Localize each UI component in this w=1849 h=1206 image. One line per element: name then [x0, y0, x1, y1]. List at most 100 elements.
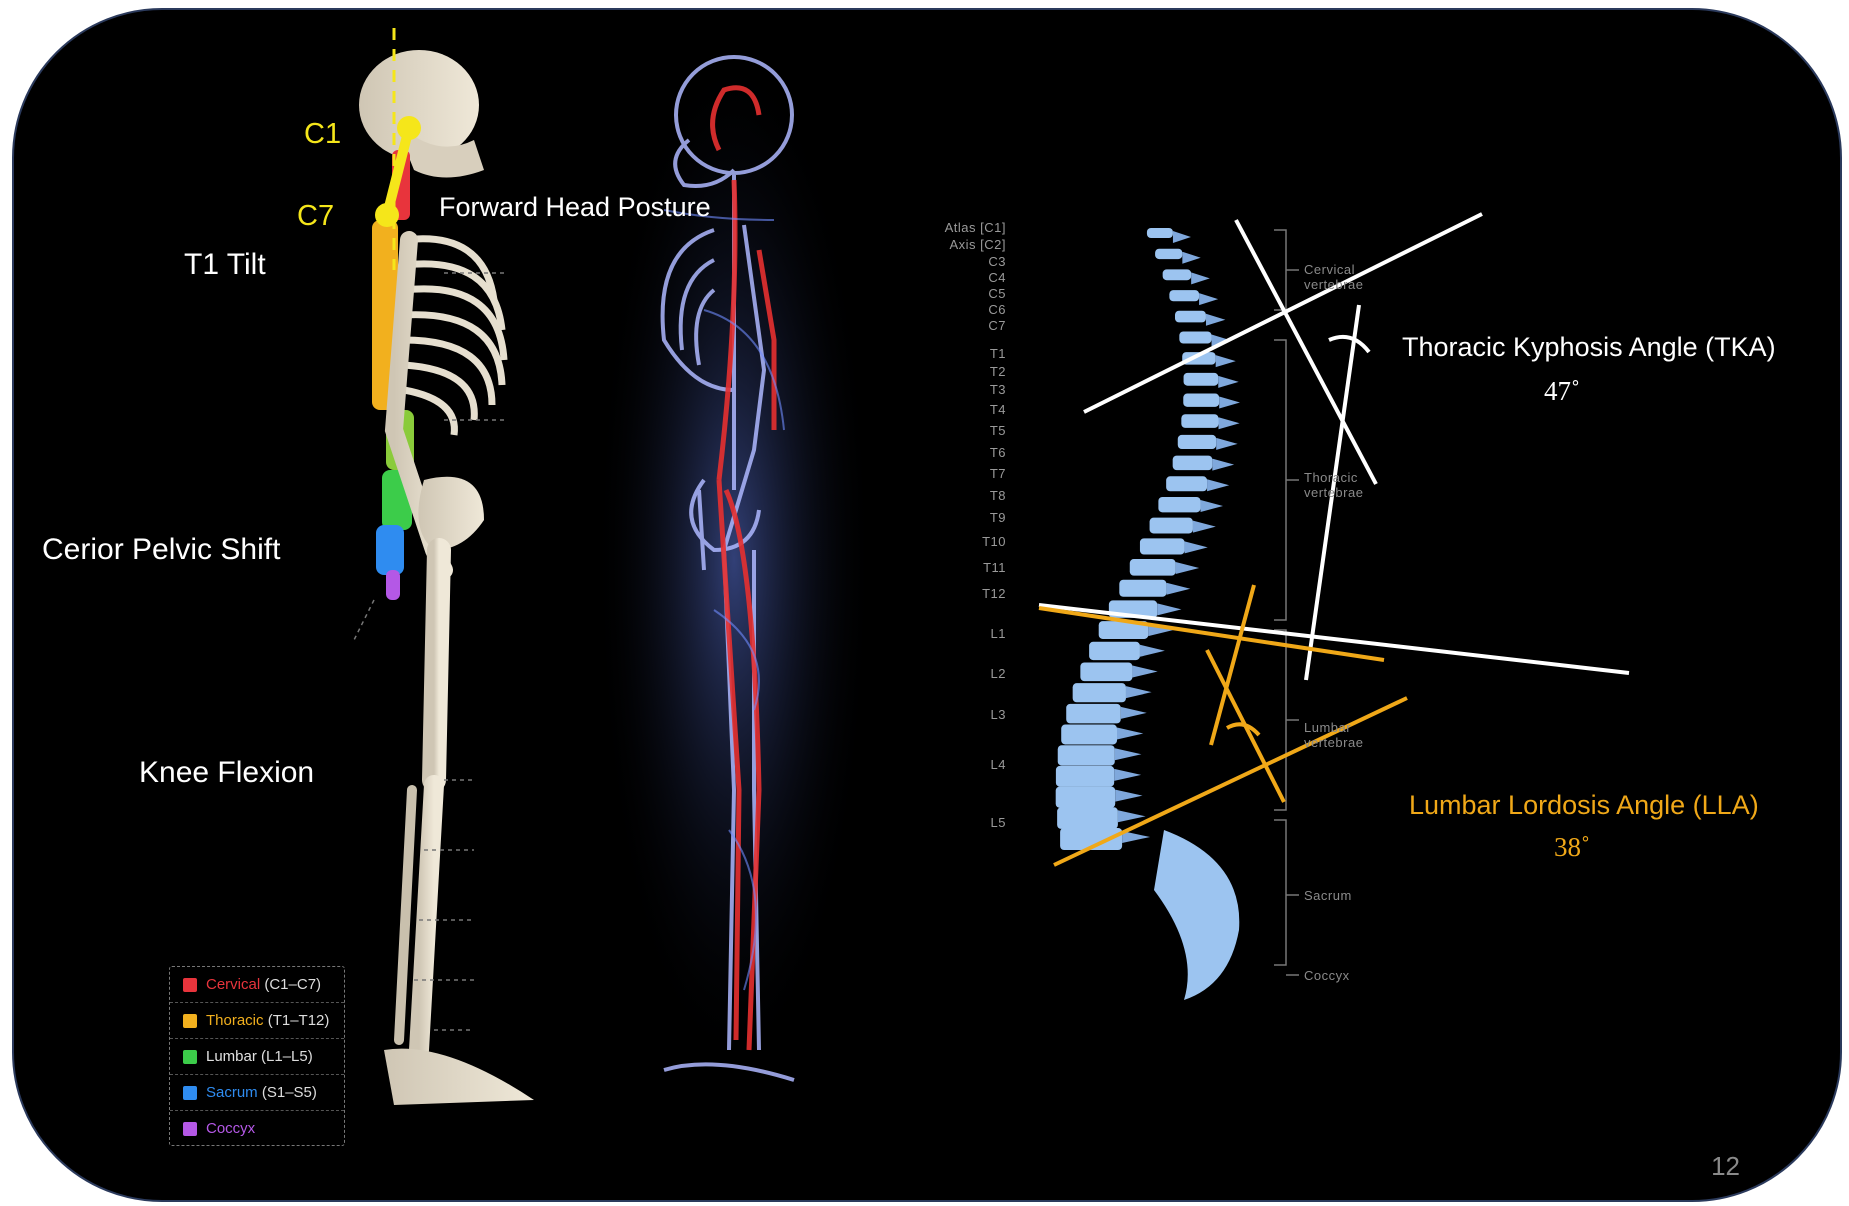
- vertebra-label: C6: [926, 302, 1006, 317]
- vertebra: [1150, 518, 1193, 534]
- vertebra-label: T11: [926, 560, 1006, 575]
- spinous-process: [1115, 790, 1142, 802]
- vertebra-label: C7: [926, 318, 1006, 333]
- legend-range: (L1–L5): [261, 1048, 313, 1065]
- pelvic-shift-label: Cerior Pelvic Shift: [42, 533, 280, 567]
- spinous-process: [1117, 728, 1143, 740]
- lumbar-region-label: Lumbar vertebrae: [1304, 720, 1384, 750]
- spinous-process: [1201, 500, 1223, 512]
- vertebra: [1178, 435, 1216, 449]
- lla-value: 38˚: [1554, 832, 1590, 863]
- vertebra: [1066, 704, 1121, 724]
- vertebra: [1169, 290, 1199, 301]
- coccyx-region-label: Coccyx: [1304, 968, 1350, 983]
- vertebra: [1179, 331, 1211, 343]
- vertebra: [1163, 269, 1191, 280]
- legend-range: (S1–S5): [262, 1084, 317, 1101]
- spinous-process: [1173, 231, 1191, 243]
- vertebra-label: T5: [926, 423, 1006, 438]
- vertebra: [1056, 787, 1116, 808]
- vertebra-label: T8: [926, 488, 1006, 503]
- legend-item-cervical: Cervical (C1–C7): [170, 967, 344, 1003]
- vertebra-label: T7: [926, 466, 1006, 481]
- vertebra-label: T12: [926, 586, 1006, 601]
- vertebra-label: T2: [926, 364, 1006, 379]
- forward-head-label: Forward Head Posture: [439, 192, 711, 223]
- spine-region-legend: Cervical (C1–C7) Thoracic (T1–T12) Lumba…: [169, 966, 345, 1146]
- vertebra: [1130, 559, 1176, 576]
- spinous-process: [1166, 583, 1190, 595]
- legend-name: Cervical: [206, 976, 260, 993]
- vertebra-label: L5: [926, 815, 1006, 830]
- vertebra-label: C3: [926, 254, 1006, 269]
- vertebra: [1175, 311, 1206, 323]
- coccyx-swatch: [183, 1122, 197, 1136]
- vertebra: [1158, 497, 1200, 512]
- spinous-process: [1218, 376, 1238, 388]
- spinous-process: [1219, 417, 1240, 429]
- spinous-process: [1216, 438, 1237, 450]
- vertebra-label: Atlas [C1]: [926, 220, 1006, 235]
- vertebra-label: T3: [926, 382, 1006, 397]
- spinous-process: [1182, 252, 1200, 264]
- vertebra: [1166, 476, 1207, 491]
- vertebra: [1119, 580, 1166, 597]
- spinous-process: [1212, 459, 1234, 471]
- spinous-process: [1157, 603, 1181, 615]
- spinous-process: [1132, 665, 1157, 677]
- legend-name: Sacrum: [206, 1084, 258, 1101]
- vertebra-label: C5: [926, 286, 1006, 301]
- vertebra: [1056, 766, 1114, 787]
- spinous-process: [1140, 645, 1165, 657]
- vertebra: [1058, 745, 1115, 765]
- spinous-process: [1207, 479, 1229, 491]
- thoracic-swatch: [183, 1014, 197, 1028]
- legend-range: (C1–C7): [264, 976, 321, 993]
- legend-item-lumbar: Lumbar (L1–L5): [170, 1039, 344, 1075]
- knee-flexion-label: Knee Flexion: [139, 756, 314, 790]
- spinous-process: [1191, 272, 1210, 284]
- tka-title: Thoracic Kyphosis Angle (TKA): [1402, 332, 1776, 363]
- spinous-process: [1118, 810, 1146, 822]
- c7-marker: [375, 203, 399, 227]
- cervical-region-label: Cervical vertebrae: [1304, 262, 1384, 292]
- spinous-process: [1114, 769, 1141, 781]
- vertebra: [1080, 662, 1132, 681]
- spinous-process: [1193, 521, 1216, 533]
- vertebra: [1184, 373, 1219, 386]
- vertebra-label: T1: [926, 346, 1006, 361]
- vertebra-label: T10: [926, 534, 1006, 549]
- lumbar-swatch: [183, 1050, 197, 1064]
- vertebra-label: T9: [926, 510, 1006, 525]
- vertebra: [1173, 456, 1213, 471]
- slide: C1 C7 Forward Head Posture T1 Tilt Cerio…: [12, 8, 1842, 1202]
- spinous-process: [1185, 541, 1208, 553]
- c1-marker: [397, 116, 421, 140]
- c1-label: C1: [304, 118, 341, 151]
- vertebra-label: L1: [926, 626, 1006, 641]
- spinous-process: [1219, 397, 1240, 409]
- spinous-process: [1199, 293, 1218, 305]
- legend-item-sacrum: Sacrum (S1–S5): [170, 1075, 344, 1111]
- legend-item-coccyx: Coccyx: [170, 1111, 344, 1146]
- vertebra: [1181, 414, 1218, 428]
- spinous-process: [1216, 355, 1236, 367]
- sacrum-region-label: Sacrum: [1304, 888, 1352, 903]
- vertebra: [1061, 725, 1117, 745]
- vertebra: [1057, 807, 1118, 829]
- lla-title: Lumbar Lordosis Angle (LLA): [1409, 790, 1759, 821]
- vertebra-label: L4: [926, 757, 1006, 772]
- spinous-process: [1176, 562, 1200, 574]
- page-number: 12: [1711, 1151, 1740, 1182]
- vertebra-label: Axis [C2]: [926, 237, 1006, 252]
- vertebra: [1073, 683, 1126, 702]
- legend-item-thoracic: Thoracic (T1–T12): [170, 1003, 344, 1039]
- skeleton-figure: [354, 28, 534, 1105]
- cervical-swatch: [183, 978, 197, 992]
- thoracic-region-label: Thoracic vertebrae: [1304, 470, 1384, 500]
- vertebra: [1140, 538, 1185, 554]
- spinous-process: [1206, 314, 1225, 326]
- spinous-process: [1121, 707, 1147, 719]
- legend-name: Coccyx: [206, 1120, 255, 1137]
- t1-tilt-label: T1 Tilt: [184, 248, 266, 282]
